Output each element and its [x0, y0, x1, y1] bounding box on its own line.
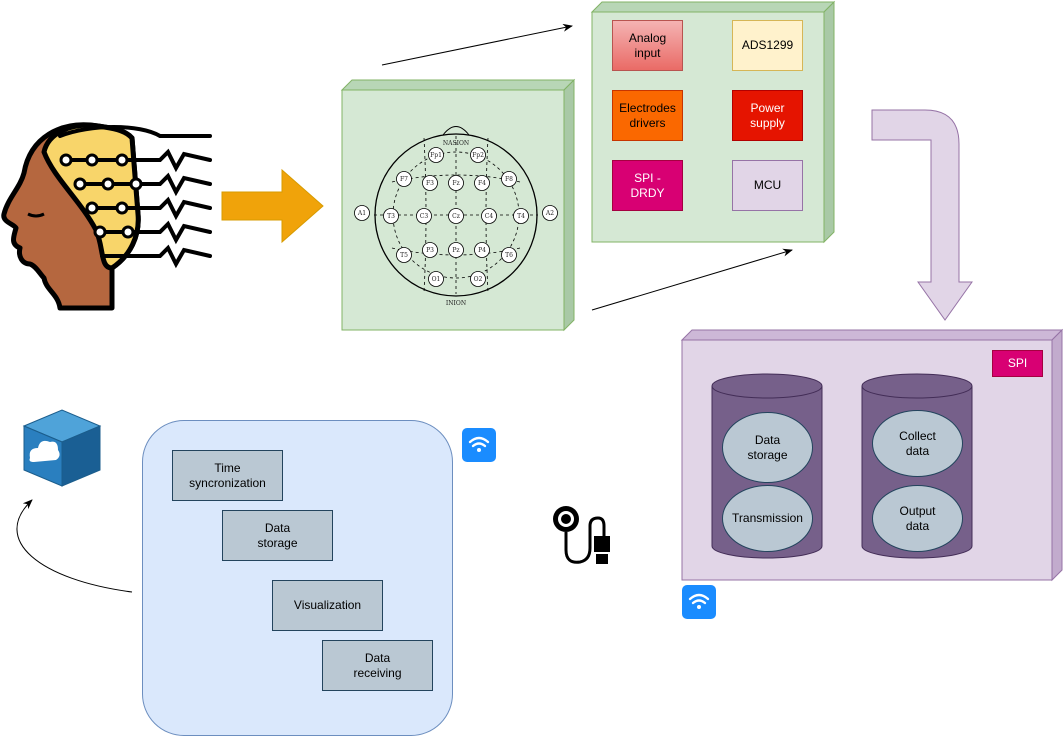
electrode-f4: F4: [474, 175, 490, 191]
electrode-label: F8: [505, 176, 513, 183]
electrode-pz: Pz: [448, 242, 464, 258]
electrode-label: Fp2: [472, 152, 484, 159]
electrode-label: C3: [420, 213, 429, 220]
electrode-a1: A1: [354, 205, 370, 221]
electrode-label: F7: [400, 176, 408, 183]
collect-data-node: Collect data: [872, 410, 963, 477]
transmission-node: Transmission: [722, 485, 813, 552]
spi-badge: SPI: [992, 350, 1043, 377]
electrode-p3: P3: [422, 242, 438, 258]
cloud-cube-icon: [22, 409, 102, 487]
electrode-f8: F8: [501, 171, 517, 187]
mcu-module: MCU: [732, 160, 803, 211]
electrode-label: T4: [517, 213, 525, 220]
electrode-t4: T4: [513, 208, 529, 224]
electrode-fp1: Fp1: [428, 147, 444, 163]
electrode-t6: T6: [501, 247, 517, 263]
electrode-fz: Fz: [448, 175, 464, 191]
visualization-step: Visualization: [272, 580, 383, 631]
electrodes-drivers-module: Electrodes drivers: [612, 90, 683, 141]
electrode-p4: P4: [474, 242, 490, 258]
electrode-t5: T5: [396, 247, 412, 263]
head-electrodes-icon: [1, 122, 212, 311]
electrode-o1: O1: [428, 271, 444, 287]
spi-drdy-module: SPI - DRDY: [612, 160, 683, 211]
power-supply-module: Power supply: [732, 90, 803, 141]
electrode-label: F3: [426, 180, 434, 187]
arrow-eeg-to-board-bottom: [591, 248, 793, 311]
electrode-label: T5: [400, 252, 408, 259]
electrode-label: Fz: [452, 180, 459, 187]
electrode-label: T6: [505, 252, 513, 259]
electrode-fp2: Fp2: [470, 147, 486, 163]
data-receiving-step: Data receiving: [322, 640, 433, 691]
electrode-label: O1: [432, 276, 441, 283]
electrode-label: O2: [474, 276, 483, 283]
time-sync-step: Time syncronization: [172, 450, 283, 501]
electrode-label: Pz: [452, 247, 459, 254]
electrode-f7: F7: [396, 171, 412, 187]
ads1299-module: ADS1299: [732, 20, 803, 71]
electrode-o2: O2: [470, 271, 486, 287]
electrode-c4: C4: [481, 208, 497, 224]
electrode-label: Fp1: [430, 152, 442, 159]
electrode-a2: A2: [542, 205, 558, 221]
arrow-eeg-to-board-top: [381, 23, 573, 66]
usb-cable-icon: [553, 506, 610, 564]
data-storage-step: Data storage: [222, 510, 333, 561]
wifi-icon: [682, 585, 716, 619]
electrode-label: F4: [478, 180, 486, 187]
analog-input-module: Analog input: [612, 20, 683, 71]
electrode-cz: Cz: [448, 208, 464, 224]
electrode-label: C4: [485, 213, 494, 220]
arrow-app-to-cloud: [16, 499, 133, 593]
data-storage-node: Data storage: [722, 412, 813, 483]
nasion-label: NASION: [443, 140, 469, 147]
wifi-icon: [462, 428, 496, 462]
electrode-f3: F3: [422, 175, 438, 191]
purple-bent-arrow: [871, 109, 973, 321]
output-data-node: Output data: [872, 485, 963, 552]
electrode-label: P4: [478, 247, 486, 254]
inion-label: INION: [446, 300, 466, 307]
electrode-c3: C3: [416, 208, 432, 224]
electrode-label: T3: [387, 213, 395, 220]
orange-flow-arrow: [221, 168, 324, 244]
electrode-label: P3: [426, 247, 434, 254]
electrode-t3: T3: [383, 208, 399, 224]
electrode-label: A2: [545, 210, 554, 217]
electrode-label: Cz: [452, 213, 460, 220]
electrode-label: A1: [357, 210, 366, 217]
